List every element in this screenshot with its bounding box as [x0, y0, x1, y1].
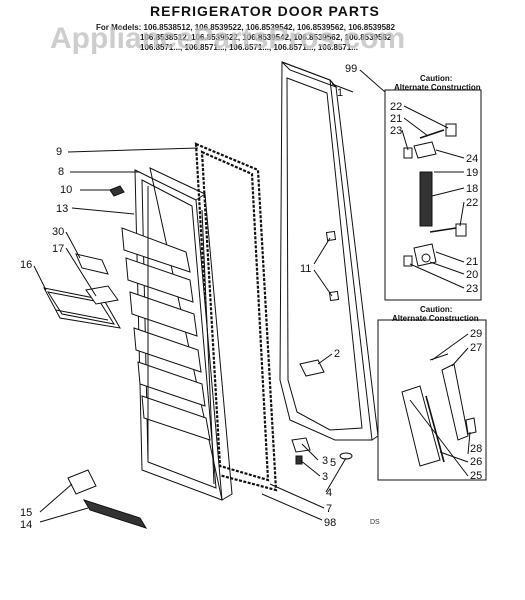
callout-9: 9 [56, 146, 62, 158]
callout-22a: 22 [390, 101, 402, 113]
callout-4: 4 [326, 487, 332, 499]
door-label [75, 253, 109, 275]
callout-11: 11 [300, 263, 311, 275]
model-list-row-1: For Models: 106.8538512, 106.8539522, 10… [96, 23, 395, 32]
caution-bottom-subtitle: Alternate Construction [392, 314, 479, 323]
callout-5: 5 [330, 457, 336, 469]
callout-22b: 22 [466, 197, 478, 209]
lower-hinge-hardware [291, 437, 353, 465]
callout-26: 26 [470, 456, 482, 468]
callout-13: 13 [56, 203, 68, 215]
callout-2: 2 [334, 348, 340, 360]
callout-99: 99 [345, 63, 357, 75]
corner-mark: DS [370, 519, 380, 526]
callout-24: 24 [466, 153, 478, 165]
callout-14: 14 [20, 519, 32, 531]
inner-door-liner [121, 167, 233, 501]
callout-30: 30 [52, 226, 64, 238]
callout-numbers: 1 99 9 8 10 13 30 17 16 11 2 3 3 4 7 98 … [20, 63, 482, 531]
callout-7: 7 [326, 503, 332, 515]
model-list-row-3: 106.8571..., 106.8571..., 106.8571..., 1… [140, 43, 358, 52]
callout-3b: 3 [322, 471, 328, 483]
leader-lines [33, 69, 471, 523]
door-bin [43, 287, 121, 329]
diagram-title: REFRIGERATOR DOOR PARTS [150, 3, 380, 19]
callout-25: 25 [470, 470, 482, 482]
callout-15: 15 [20, 507, 32, 519]
alternate-hinge-assembly [403, 123, 467, 267]
callout-1: 1 [337, 87, 343, 99]
callout-16: 16 [20, 259, 32, 271]
caution-top-subtitle: Alternate Construction [394, 83, 481, 92]
caution-box-top [384, 89, 482, 301]
caution-box-bottom [377, 319, 487, 481]
callout-19: 19 [466, 167, 478, 179]
callout-98: 98 [324, 517, 336, 529]
bin-cover [85, 285, 119, 305]
callout-28: 28 [470, 443, 482, 455]
caution-bottom-title: Caution: [420, 305, 452, 314]
callout-8: 8 [58, 166, 64, 178]
callout-18: 18 [466, 183, 478, 195]
caution-top-title: Caution: [420, 74, 452, 83]
callout-20: 20 [466, 269, 478, 281]
callout-23a: 23 [390, 125, 402, 137]
base-grille [82, 499, 148, 529]
callout-17: 17 [52, 243, 64, 255]
callout-23b: 23 [466, 283, 478, 295]
door-screw [109, 185, 125, 197]
callout-21a: 21 [390, 113, 402, 125]
callout-3: 3 [322, 455, 328, 467]
model-list-row-2: 106.8538512, 106.8539522, 106.8539542, 1… [140, 33, 392, 42]
outer-door-panel [279, 61, 379, 441]
callout-29: 29 [470, 328, 482, 340]
watermark: AppliancePartsPros.com [50, 22, 405, 55]
callout-21b: 21 [466, 256, 478, 268]
callout-27: 27 [470, 342, 482, 354]
base-clip [67, 469, 97, 495]
alternate-handle-assembly [401, 353, 477, 467]
callout-10: 10 [60, 184, 72, 196]
